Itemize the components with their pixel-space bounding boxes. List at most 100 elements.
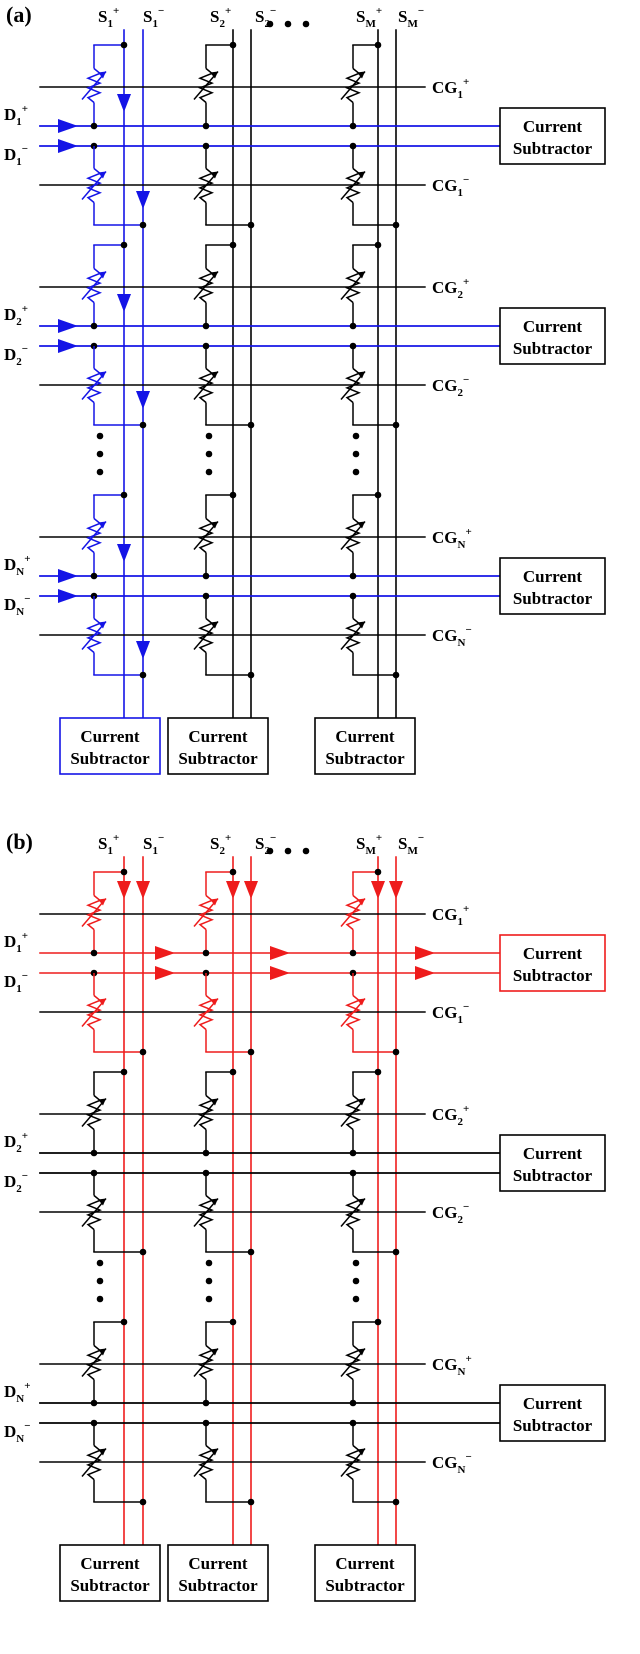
subtractor-line2: Subtractor <box>513 339 593 358</box>
current-arrow <box>58 589 78 603</box>
junction-dot <box>392 221 400 229</box>
memristor-arrowhead <box>98 71 106 79</box>
drive-label-plus: DN+ <box>4 553 31 578</box>
label-subscript: 2 <box>16 1183 22 1195</box>
junction-dot <box>349 122 357 130</box>
memristor-arrowhead <box>210 898 218 906</box>
current-arrow <box>155 946 175 960</box>
memristor <box>81 1173 107 1252</box>
panel-label: (a) <box>6 2 32 27</box>
subtractor-line1: Current <box>523 1144 583 1163</box>
subtractor-line2: Subtractor <box>513 966 593 985</box>
memristor <box>193 245 219 326</box>
label-subscript: 2 <box>219 18 225 30</box>
label-base: S <box>143 834 152 853</box>
subtractor-line1: Current <box>188 1554 248 1573</box>
junction-dot <box>229 41 237 49</box>
memristor-arrowhead <box>210 371 218 379</box>
label-subscript: M <box>365 18 376 30</box>
gate-label-plus: CGN+ <box>432 1353 472 1378</box>
subtractor-box-frame <box>59 717 161 775</box>
label-base: CG <box>432 1105 458 1124</box>
junction-dot <box>120 491 128 499</box>
subtractor-box-frame <box>499 307 606 365</box>
junction-dot <box>374 241 382 249</box>
label-subscript: 1 <box>16 116 22 128</box>
junction-dot <box>229 868 237 876</box>
junction-dot <box>96 1277 104 1285</box>
label-base: CG <box>432 1203 458 1222</box>
junction-dot <box>139 1248 147 1256</box>
junction-dot <box>120 41 128 49</box>
cell <box>193 41 255 229</box>
junction-dot <box>202 949 210 957</box>
memristor <box>193 973 219 1052</box>
memristor-arrowhead <box>210 521 218 529</box>
label-subscript: 2 <box>458 1116 464 1128</box>
subtractor-line1: Current <box>523 944 583 963</box>
subtractor-line2: Subtractor <box>178 1576 258 1595</box>
label-superscript: − <box>463 174 469 186</box>
subtractor-box-frame <box>499 107 606 165</box>
junction-dot <box>247 1048 255 1056</box>
memristor <box>340 346 366 425</box>
column-label-plus: S2+ <box>210 5 231 30</box>
memristor <box>340 1072 366 1153</box>
current-arrow <box>389 881 403 899</box>
memristor-arrowhead <box>357 898 365 906</box>
label-superscript: + <box>22 303 28 315</box>
junction-dot <box>205 468 213 476</box>
current-arrow <box>136 391 150 409</box>
memristor-arrowhead <box>210 71 218 79</box>
cell <box>340 868 400 1056</box>
label-superscript: + <box>22 1130 28 1142</box>
ellipsis-markers <box>96 847 360 1303</box>
subtractor-box-frame <box>314 1544 416 1602</box>
subtractor-line1: Current <box>335 727 395 746</box>
memristor <box>340 973 366 1052</box>
label-subscript: N <box>16 1393 24 1405</box>
column-label-minus: S1− <box>143 5 164 30</box>
memristor-arrowhead <box>357 371 365 379</box>
memristor-arrowhead <box>357 1348 365 1356</box>
junction-dot <box>139 1498 147 1506</box>
memristor <box>81 245 107 326</box>
column-label-minus: SM− <box>398 832 424 857</box>
memristor-arrowhead <box>98 898 106 906</box>
label-base: D <box>4 305 16 324</box>
label-superscript: + <box>113 5 119 17</box>
label-subscript: 1 <box>458 187 464 199</box>
subtractor-line2: Subtractor <box>513 1416 593 1435</box>
junction-dot <box>352 1295 360 1303</box>
memristor <box>193 1322 219 1403</box>
junction-dot <box>392 671 400 679</box>
memristor <box>81 1322 107 1403</box>
label-superscript: + <box>465 526 471 538</box>
label-subscript: 1 <box>107 845 113 857</box>
memristor <box>340 1322 366 1403</box>
label-superscript: − <box>465 1451 471 1463</box>
label-subscript: 2 <box>16 1143 22 1155</box>
cell <box>340 491 400 679</box>
label-base: D <box>4 932 16 951</box>
subtractor-line1: Current <box>80 727 140 746</box>
junction-dot <box>205 1295 213 1303</box>
column-label-minus: S1− <box>143 832 164 857</box>
cell <box>340 241 400 429</box>
column-lines-3 <box>377 29 397 719</box>
memristor-arrowhead <box>357 1198 365 1206</box>
label-subscript: M <box>407 18 418 30</box>
panel-a: (a)S1+S1−S2+S2−SM+SM−CG1+CG1−D1+D1−Curre… <box>4 2 606 775</box>
label-superscript: − <box>270 5 276 17</box>
junction-dot <box>205 432 213 440</box>
junction-dot <box>247 421 255 429</box>
column-lines-1 <box>123 29 144 719</box>
drive-label-plus: D1+ <box>4 930 28 955</box>
memristor-arrowhead <box>210 998 218 1006</box>
label-subscript: 2 <box>16 316 22 328</box>
junction-dot <box>202 322 210 330</box>
drive-label-minus: DN− <box>4 1420 31 1445</box>
cell <box>193 241 255 429</box>
